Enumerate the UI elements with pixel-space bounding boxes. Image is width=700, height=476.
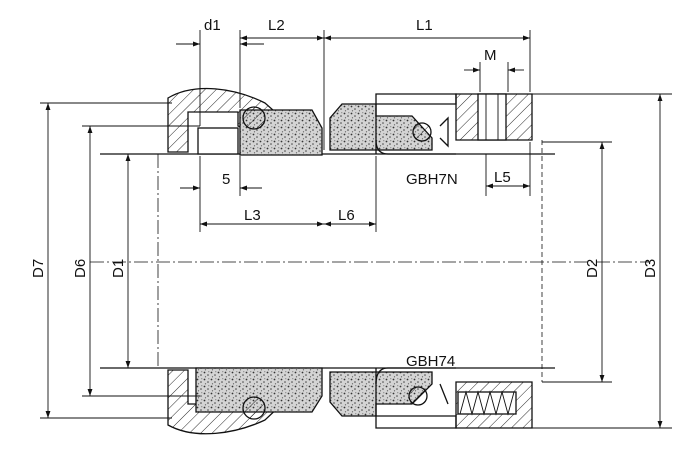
- label-l5: L5: [494, 169, 511, 186]
- label-d3: D3: [642, 259, 659, 278]
- shaft: [90, 140, 650, 382]
- set-screw-top: [477, 93, 507, 141]
- anti-rotation-pin-top: [197, 127, 239, 155]
- gland-top: [167, 87, 323, 156]
- label-d6: D6: [72, 259, 89, 278]
- label-l1: L1: [416, 17, 433, 34]
- dimension-lines: [45, 35, 663, 428]
- label-l3: L3: [244, 207, 261, 224]
- seat-o-ring-bottom: [242, 396, 266, 420]
- label-gbh7n: GBH7N: [406, 171, 458, 188]
- label-m: M: [484, 47, 497, 64]
- label-d7: D7: [30, 259, 47, 278]
- rotating-unit-top: [329, 93, 533, 155]
- stationary-seat-bottom: [195, 367, 323, 413]
- label-d1: d1: [204, 17, 221, 34]
- gland-top-section: [167, 87, 283, 153]
- housing-bottom-flange: [375, 415, 457, 429]
- face-o-ring-top: [412, 122, 432, 142]
- label-d1-vertical: D1: [110, 259, 127, 278]
- label-l2: L2: [268, 17, 285, 34]
- housing-top-flange: [375, 93, 457, 105]
- label-d2: D2: [584, 259, 601, 278]
- label-l6: L6: [338, 207, 355, 224]
- face-o-ring-bottom: [408, 386, 428, 406]
- label-5: 5: [222, 171, 230, 188]
- spring-icon: [459, 390, 515, 416]
- dimension-labels: d1 L2 L1 M 5 L3 L6 L5 GBH7N GBH74 D7 D6 …: [30, 17, 659, 370]
- rotating-unit-bottom: [329, 367, 533, 429]
- extension-lines: [40, 30, 672, 429]
- seat-o-ring-top: [242, 106, 266, 130]
- gland-bottom: [167, 367, 323, 435]
- label-gbh74: GBH74: [406, 353, 455, 370]
